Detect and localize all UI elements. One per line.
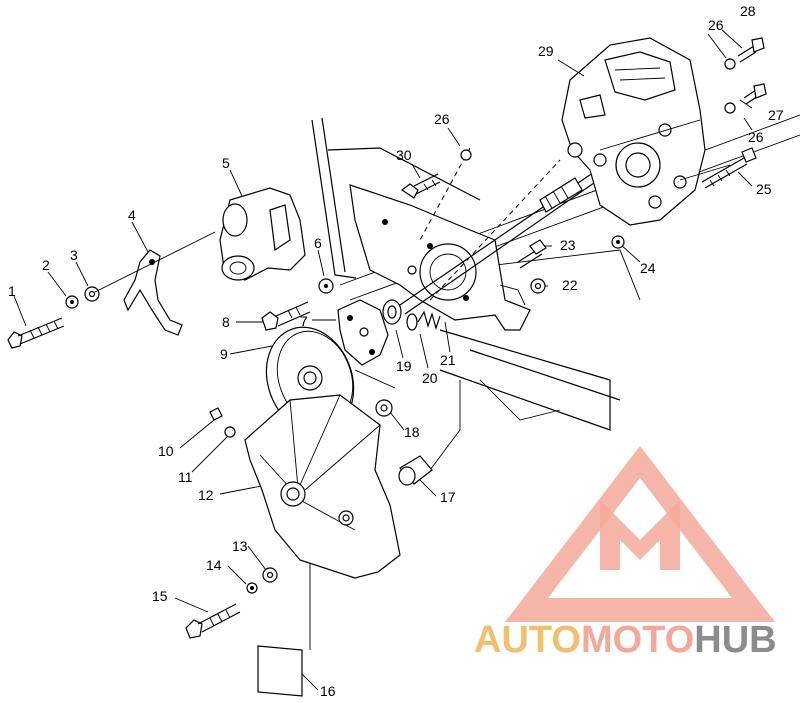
label-16: 16 bbox=[320, 683, 336, 699]
label-20: 20 bbox=[422, 370, 438, 386]
watermark-hub: HUB bbox=[694, 619, 776, 661]
label-4: 4 bbox=[128, 207, 136, 223]
svg-text:AUTOMOTOHUB: AUTOMOTOHUB bbox=[474, 619, 777, 661]
label-3: 3 bbox=[70, 247, 78, 263]
bolt-1 bbox=[7, 317, 65, 349]
label-10: 10 bbox=[158, 443, 174, 459]
label-26-right: 26 bbox=[748, 129, 764, 145]
nut-18 bbox=[375, 399, 393, 417]
watermark-logo: AUTOMOTOHUB bbox=[474, 446, 777, 661]
label-11: 11 bbox=[178, 469, 193, 485]
belt-guard-12 bbox=[244, 394, 401, 579]
label-18: 18 bbox=[404, 424, 420, 440]
bearing-19 bbox=[382, 299, 402, 325]
nut-22 bbox=[530, 278, 546, 294]
label-8: 8 bbox=[222, 314, 230, 330]
label-15: 15 bbox=[152, 588, 168, 604]
spacer-17 bbox=[398, 455, 433, 486]
collar-20 bbox=[406, 313, 418, 331]
leader-lines bbox=[13, 29, 753, 691]
bracket-7 bbox=[337, 299, 389, 366]
drive-shaft bbox=[399, 167, 605, 315]
watermark-moto: MOTO bbox=[581, 619, 694, 661]
label-22: 22 bbox=[562, 277, 578, 293]
label-2: 2 bbox=[42, 257, 50, 273]
washer-26-top bbox=[724, 58, 736, 70]
label-19: 19 bbox=[396, 358, 412, 374]
label-28: 28 bbox=[740, 3, 756, 19]
label-26-center: 26 bbox=[434, 111, 450, 127]
label-24: 24 bbox=[640, 260, 656, 276]
label-12: 12 bbox=[198, 487, 214, 503]
decal-16 bbox=[257, 645, 303, 697]
spring-21 bbox=[417, 310, 441, 331]
label-21: 21 bbox=[440, 352, 456, 368]
nut-26-center bbox=[460, 149, 472, 161]
label-14: 14 bbox=[206, 557, 222, 573]
motor-assembly bbox=[219, 187, 306, 281]
washer-3 bbox=[84, 286, 100, 302]
washer-26-right bbox=[724, 102, 736, 114]
bolt-8 bbox=[261, 301, 311, 331]
label-25: 25 bbox=[756, 181, 772, 197]
washer-11 bbox=[224, 426, 236, 438]
bolt-27 bbox=[743, 83, 767, 105]
label-26-top: 26 bbox=[708, 17, 724, 33]
bolt-25 bbox=[701, 147, 757, 189]
washer-13 bbox=[262, 567, 278, 583]
label-9: 9 bbox=[220, 346, 228, 362]
bolt-28 bbox=[737, 37, 765, 63]
watermark-auto: AUTO bbox=[474, 619, 581, 661]
part-labels: 1 2 3 4 5 6 7 8 9 10 11 12 13 14 15 16 1… bbox=[8, 3, 784, 699]
screw-10 bbox=[209, 407, 223, 421]
label-29: 29 bbox=[538, 43, 554, 59]
label-17: 17 bbox=[440, 489, 456, 505]
bolt-15 bbox=[185, 603, 241, 639]
label-27: 27 bbox=[768, 107, 784, 123]
label-13: 13 bbox=[232, 538, 248, 554]
label-30: 30 bbox=[396, 147, 412, 163]
label-7: 7 bbox=[300, 313, 308, 329]
label-5: 5 bbox=[222, 155, 230, 171]
label-6: 6 bbox=[314, 235, 322, 251]
mounting-plate bbox=[349, 184, 531, 331]
bolt-23 bbox=[517, 239, 547, 269]
bolt-30 bbox=[400, 173, 441, 199]
label-23: 23 bbox=[560, 237, 576, 253]
label-1: 1 bbox=[8, 283, 16, 299]
gear-case bbox=[561, 37, 706, 226]
idler-bracket bbox=[123, 249, 183, 336]
